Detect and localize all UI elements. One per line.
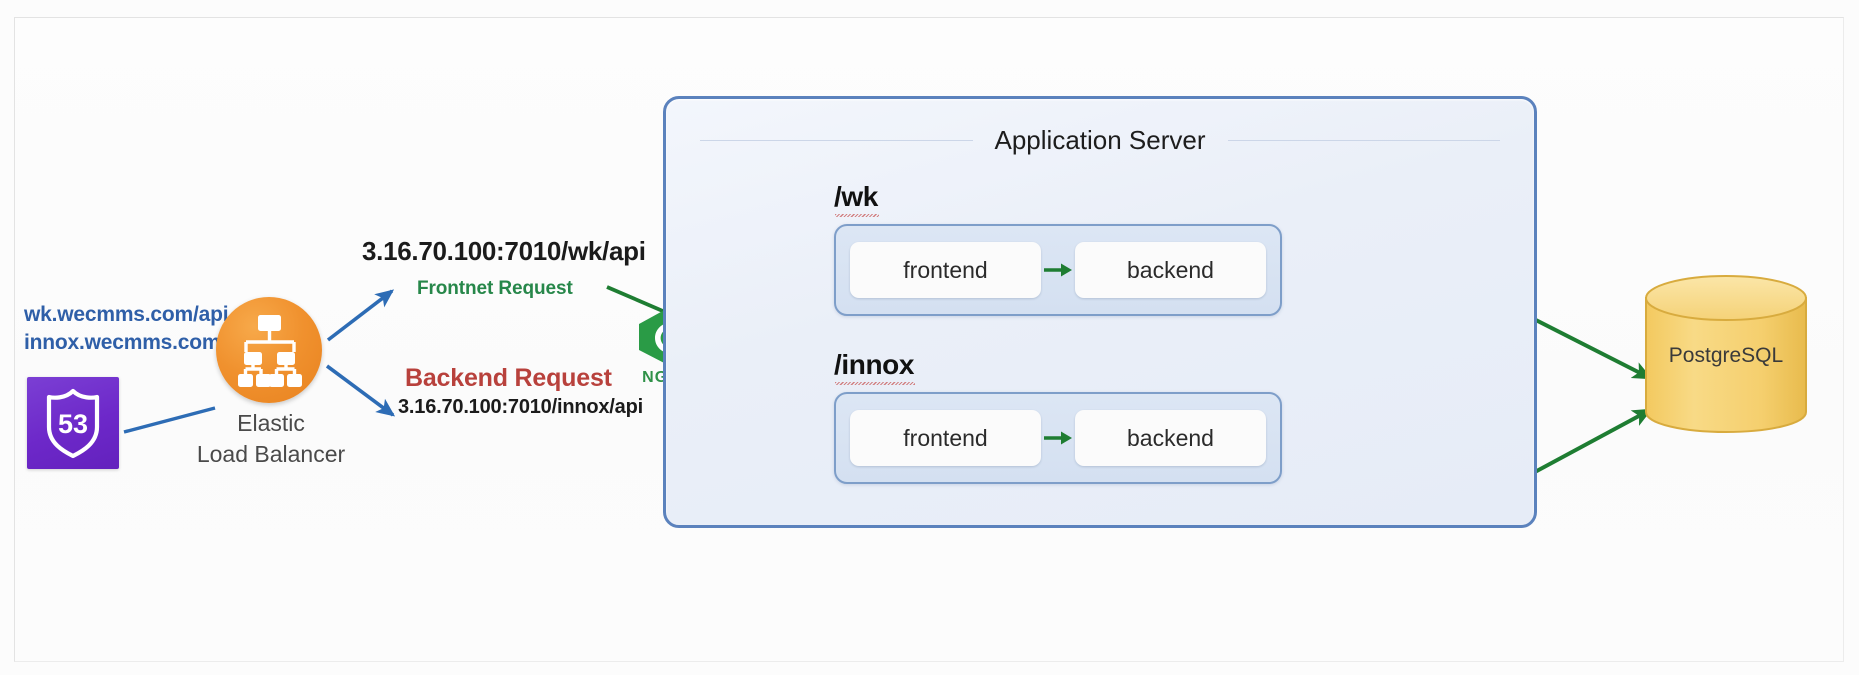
service-innox-backend[interactable]: backend xyxy=(1075,410,1266,466)
load-balancer-tree-icon xyxy=(238,315,302,387)
backend-request-label: Backend Request xyxy=(405,364,612,392)
application-server-panel: Application Server /wk frontend backend … xyxy=(663,96,1537,528)
service-wk-backend[interactable]: backend xyxy=(1075,242,1266,298)
arrow-wk-frontend-to-backend xyxy=(1041,262,1075,278)
route-path-innox: /innox xyxy=(834,349,916,385)
domain-wk: wk.wecmms.com/api xyxy=(24,303,229,326)
elb-label-line1: Elastic xyxy=(237,410,305,436)
postgresql-database[interactable]: PostgreSQL xyxy=(1640,272,1812,438)
elastic-load-balancer-icon[interactable] xyxy=(216,297,322,403)
title-rule-left xyxy=(700,140,973,141)
application-server-title: Application Server xyxy=(994,125,1206,155)
route53-icon[interactable]: 53 xyxy=(27,377,119,469)
route-path-wk: /wk xyxy=(834,181,879,217)
database-cylinder-icon xyxy=(1645,275,1807,434)
domain-innox: innox.wecmms.com/api xyxy=(24,330,256,354)
route-box-innox: frontend backend xyxy=(834,392,1282,484)
frontend-request-label: Frontnet Request xyxy=(417,278,573,299)
postgresql-label: PostgreSQL xyxy=(1668,344,1784,367)
route53-shield-icon: 53 xyxy=(46,388,100,459)
service-wk-frontend[interactable]: frontend xyxy=(850,242,1041,298)
domain-list: wk.wecmms.com/api innox.wecmms.com/api xyxy=(24,301,256,356)
route53-badge-number: 53 xyxy=(58,409,88,439)
application-server-title-row: Application Server xyxy=(666,125,1534,156)
route-group-innox: /innox frontend backend xyxy=(834,349,1282,484)
backend-request-url: 3.16.70.100:7010/innox/api xyxy=(398,396,643,418)
frontend-request-url: 3.16.70.100:7010/wk/api xyxy=(362,236,646,266)
route-box-wk: frontend backend xyxy=(834,224,1282,316)
route-group-wk: /wk frontend backend xyxy=(834,181,1282,316)
elb-label-line2: Load Balancer xyxy=(196,441,346,468)
title-rule-right xyxy=(1227,140,1500,141)
service-innox-frontend[interactable]: frontend xyxy=(850,410,1041,466)
arrow-innox-frontend-to-backend xyxy=(1041,430,1075,446)
elastic-load-balancer-label: Elastic Load Balancer xyxy=(176,408,366,471)
